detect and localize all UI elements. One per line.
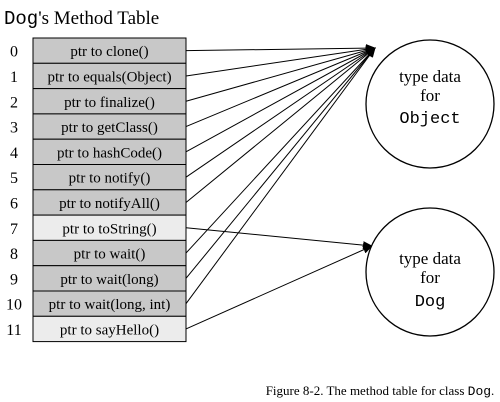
caption-class: Dog	[468, 384, 491, 399]
table-row: 2 ptr to finalize()	[10, 88, 187, 115]
pointer-arrow	[185, 47, 376, 203]
table-row: 9 ptr to wait(long)	[10, 265, 187, 292]
pointer-arrow	[185, 44, 376, 53]
table-row: 1 ptr to equals(Object)	[10, 62, 187, 90]
row-index: 1	[10, 69, 18, 86]
row-label: ptr to toString()	[62, 221, 156, 237]
row-index: 8	[10, 246, 18, 263]
row-label: ptr to notifyAll()	[59, 196, 160, 212]
row-label: ptr to wait(long)	[60, 272, 158, 288]
row-index: 5	[10, 170, 18, 187]
row-cell	[32, 315, 187, 343]
row-cell	[32, 290, 187, 317]
row-cell	[32, 62, 187, 90]
table-row: 6 ptr to notifyAll()	[10, 189, 187, 216]
pointer-arrow	[185, 47, 376, 304]
row-cell	[32, 138, 187, 165]
row-index: 7	[10, 221, 18, 238]
row-label: ptr to hashCode()	[57, 145, 162, 161]
row-label: ptr to getClass()	[61, 120, 158, 136]
row-label: ptr to notify()	[69, 171, 151, 187]
pointer-arrow	[185, 245, 373, 330]
row-index: 0	[10, 44, 18, 61]
pointer-arrow	[185, 46, 376, 102]
table-row: 3 ptr to getClass()	[10, 113, 187, 140]
row-index: 4	[10, 145, 18, 162]
row-cell	[32, 189, 187, 216]
table-row: 10 ptr to wait(long, int)	[6, 290, 187, 317]
table-title: Dog's Method Table	[4, 8, 159, 30]
row-index: 9	[10, 271, 18, 288]
row-index: 11	[6, 322, 21, 339]
row-index: 6	[10, 195, 18, 212]
table-row: 0 ptr to clone()	[10, 37, 187, 64]
pointer-arrow	[185, 47, 376, 254]
pointer-arrow	[185, 47, 376, 128]
row-cell	[32, 37, 187, 64]
object-type-line1: type data	[399, 67, 461, 86]
dog-type-circle	[365, 207, 495, 337]
row-cell	[32, 113, 187, 140]
row-index: 2	[10, 94, 18, 111]
row-label: ptr to clone()	[70, 44, 148, 60]
table-title-text: 's Method Table	[38, 8, 159, 29]
table-row: 5 ptr to notify()	[10, 164, 187, 191]
pointer-arrow	[185, 47, 376, 153]
dog-type-line2: for	[420, 268, 440, 287]
pointer-arrows	[185, 44, 376, 330]
dog-type-name: Dog	[415, 293, 446, 312]
method-table: 0 ptr to clone() 1 ptr to equals(Object) 2 pt…	[6, 37, 187, 343]
caption-text: Figure 8-2. The method table for class	[266, 383, 468, 398]
row-label: ptr to wait(long, int)	[49, 297, 171, 313]
pointer-arrow	[185, 45, 376, 77]
row-cell	[32, 164, 187, 191]
dog-type-node: type data for Dog	[365, 207, 495, 337]
table-row: 8 ptr to wait()	[10, 239, 187, 267]
object-type-name: Object	[399, 110, 460, 129]
table-title-class: Dog	[4, 8, 38, 30]
table-row: 4 ptr to hashCode()	[10, 138, 187, 165]
pointer-arrow	[185, 47, 376, 178]
row-label: ptr to equals(Object)	[47, 69, 171, 85]
row-index: 10	[6, 297, 22, 314]
dog-type-line1: type data	[399, 249, 461, 268]
row-index: 3	[10, 120, 18, 137]
row-label: ptr to finalize()	[64, 95, 155, 111]
object-type-line2: for	[420, 86, 440, 105]
pointer-arrow	[185, 227, 373, 250]
table-row: 11 ptr to sayHello()	[6, 315, 187, 343]
row-label: ptr to sayHello()	[60, 322, 159, 338]
figure-caption: Figure 8-2. The method table for class D…	[266, 383, 495, 399]
caption-end: .	[491, 383, 494, 398]
object-type-circle	[365, 39, 495, 169]
table-row: 7 ptr to toString()	[10, 214, 187, 241]
pointer-arrow	[185, 47, 376, 279]
row-cell	[32, 88, 187, 115]
object-type-node: type data for Object	[365, 39, 495, 169]
row-label: ptr to wait()	[74, 247, 146, 263]
